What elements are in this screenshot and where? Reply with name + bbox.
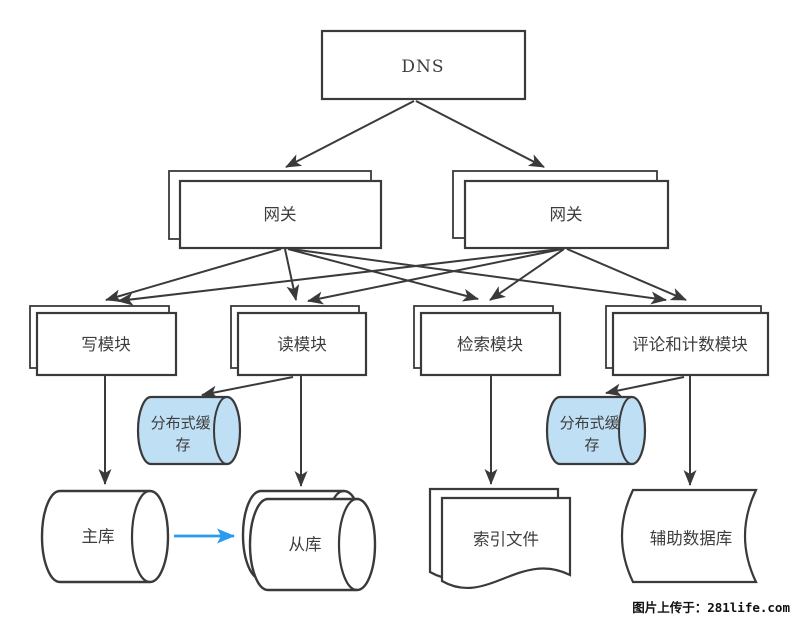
- edge-gwl-comment: [290, 248, 667, 305]
- node-index-file: 索引文件: [428, 487, 572, 590]
- node-cache-right: 分布式缓 存: [545, 395, 647, 466]
- master-db-label: 主库: [82, 527, 115, 546]
- dns-label: DNS: [401, 57, 444, 77]
- node-slave-db: 从库: [241, 489, 377, 592]
- comment-count-module-label: 评论和计数模块: [632, 335, 748, 354]
- aux-db-body: [620, 488, 758, 584]
- edge-gwl-write: [105, 248, 282, 303]
- gateway-right-label: 网关: [550, 205, 583, 224]
- index-file-label: 索引文件: [473, 530, 539, 549]
- cache-left-label-line2: 存: [175, 436, 190, 454]
- edge-gwr-search: [489, 248, 565, 301]
- node-dns: DNS: [320, 29, 527, 101]
- edge-gwl-read: [284, 248, 300, 301]
- cache-left-rim: [213, 396, 228, 465]
- edge-gwr-comment: [566, 248, 687, 301]
- cache-left-label: 分布式缓 存: [151, 414, 216, 454]
- write-module-box: [35, 311, 178, 377]
- search-module-box: [419, 311, 562, 377]
- aux-db-label: 辅助数据库: [650, 529, 733, 548]
- gateway-left-box: [178, 179, 383, 250]
- edge-gwr-read: [307, 248, 563, 305]
- gateway-right-box: [463, 179, 670, 250]
- edge-gwl-search: [287, 248, 479, 302]
- edge-comment-cacheright: [605, 376, 685, 397]
- node-write-module: 写模块: [29, 305, 178, 377]
- cache-right-label: 分布式缓 存: [560, 414, 625, 454]
- slave-db-rim: [337, 497, 358, 592]
- cache-right-label-line2: 存: [584, 436, 599, 454]
- node-aux-db: 辅助数据库: [620, 488, 758, 584]
- edge-dns-gateway-left: [285, 100, 415, 168]
- read-module-box: [236, 311, 368, 377]
- read-module-label: 读模块: [277, 335, 327, 354]
- node-master-db: 主库: [40, 489, 170, 584]
- node-gateway-right: 网关: [452, 170, 670, 250]
- cache-left-label-line1: 分布式缓: [151, 414, 211, 432]
- node-read-module: 读模块: [230, 305, 368, 377]
- slave-db-label: 从库: [289, 535, 322, 554]
- cache-right-label-line1: 分布式缓: [560, 414, 620, 432]
- search-module-label: 检索模块: [457, 335, 523, 354]
- dns-box: [320, 29, 527, 101]
- cache-right-rim: [618, 396, 633, 465]
- master-db-rim: [130, 489, 151, 584]
- node-gateway-left: 网关: [168, 170, 383, 250]
- gateway-left-label: 网关: [264, 205, 297, 224]
- edge-read-cacheleft: [201, 376, 294, 399]
- edge-gwr-write: [117, 248, 561, 306]
- node-search-module: 检索模块: [413, 305, 562, 377]
- node-comment-count-module: 评论和计数模块: [605, 305, 770, 377]
- write-module-label: 写模块: [81, 335, 131, 354]
- edge-layer: [98, 100, 697, 544]
- edge-dns-gateway-right: [415, 100, 545, 168]
- comment-count-module-box: [611, 311, 770, 377]
- node-cache-left: 分布式缓 存: [136, 395, 242, 466]
- watermark: 图片上传于：281life.com: [632, 600, 790, 615]
- index-file-sheet: [440, 496, 572, 590]
